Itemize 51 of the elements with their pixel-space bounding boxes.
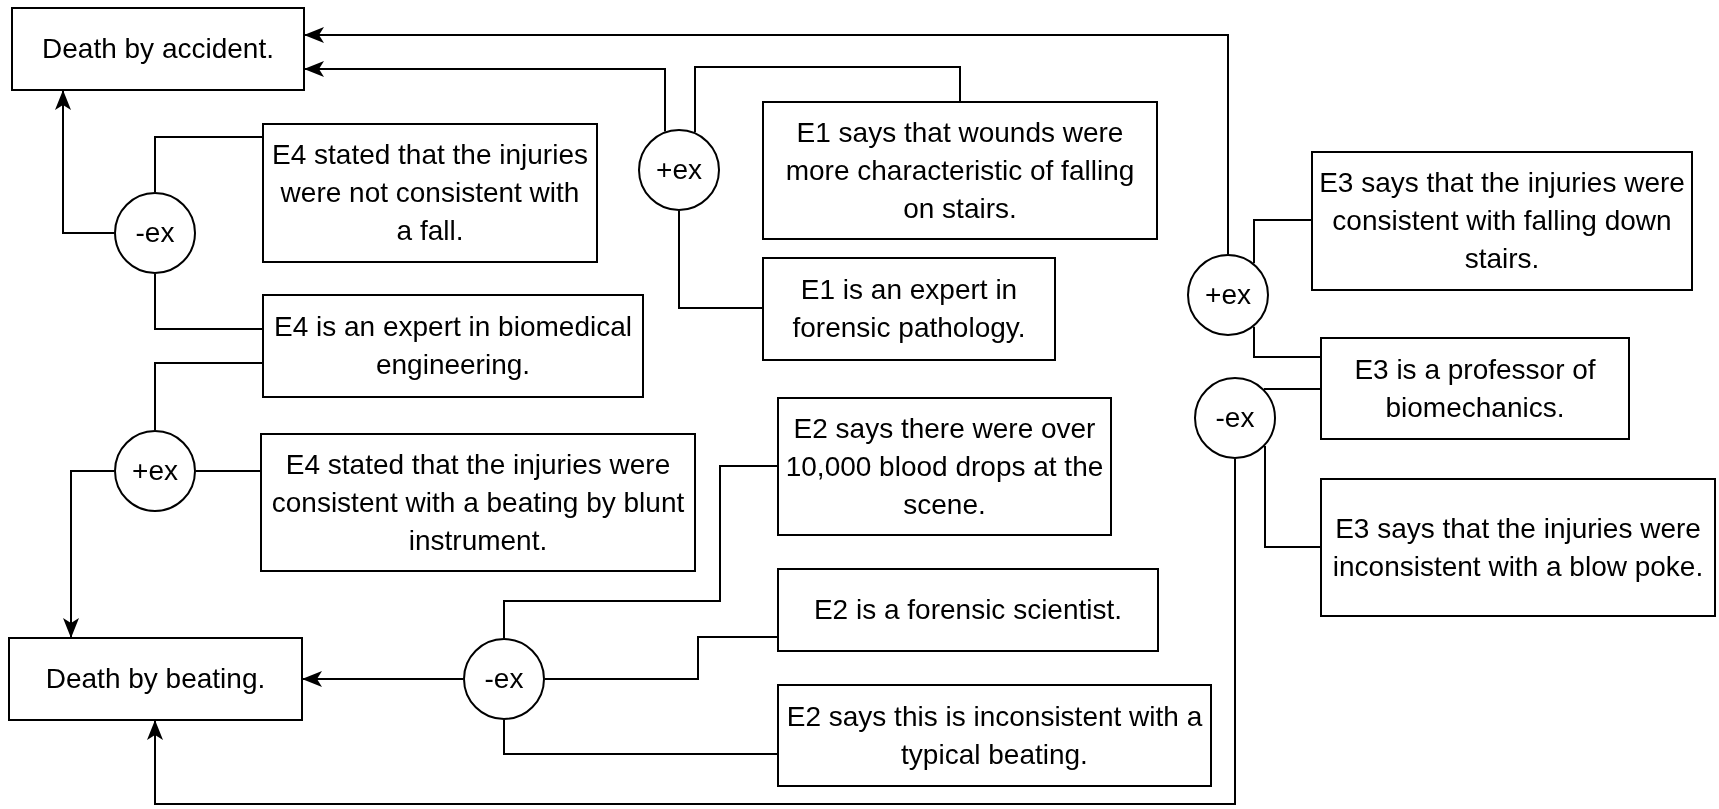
arrow: [304, 61, 666, 133]
connector-line: [694, 66, 961, 134]
inference-label: +ex: [656, 153, 702, 187]
statement-box: [11, 7, 305, 91]
statement-text: E3 is a professor of biomechanics.: [1353, 352, 1597, 425]
statement-box: [777, 568, 1159, 652]
statement-text: E1 is an expert in forensic pathology.: [791, 273, 1027, 345]
connector-line: [154, 273, 263, 330]
arrow: [302, 671, 464, 687]
connector-line: [1253, 325, 1321, 358]
statement-box: [762, 101, 1158, 240]
arrow: [55, 90, 115, 234]
arrow: [304, 27, 1229, 255]
statement-text: E4 stated that the injuries were not consistent with a fall.: [271, 138, 589, 248]
statement-box: [262, 294, 644, 398]
statement-text: Death by beating.: [45, 662, 266, 696]
statement-text: E4 stated that the injuries were consistent with a beating by blunt instrument.: [270, 447, 686, 558]
connector-line: [1253, 219, 1312, 265]
inference-label: -ex: [1215, 401, 1255, 435]
statement-box: [260, 433, 696, 572]
connector-line: [154, 362, 263, 431]
statement-text: Death by accident.: [42, 32, 274, 66]
statement-box: [1311, 151, 1693, 291]
statement-text: E3 says that the injuries were inconsistent with a blow poke.: [1331, 511, 1705, 584]
inference-label: +ex: [132, 454, 178, 488]
connector-line: [503, 465, 778, 639]
inference-label: +ex: [1205, 278, 1251, 312]
arrow: [63, 470, 115, 638]
statement-box: [1320, 337, 1630, 440]
inference-label: -ex: [135, 216, 175, 250]
inference-label: -ex: [484, 662, 524, 696]
connector-line: [503, 719, 778, 755]
statement-text: E4 is an expert in biomedical engineering.: [273, 310, 633, 382]
connector-line: [1263, 388, 1321, 390]
statement-box: [762, 257, 1056, 361]
statement-box: [262, 123, 598, 263]
statement-box: [777, 684, 1212, 787]
statement-text: E2 says there were over 10,000 blood drops at the scene.: [785, 411, 1104, 522]
connector-line: [544, 636, 778, 680]
statement-text: E1 says that wounds were more characteristic of falling on stairs.: [784, 115, 1136, 226]
connector-line: [195, 470, 261, 472]
statement-box: [777, 397, 1112, 536]
connector-line: [1264, 444, 1321, 548]
statement-box: [1320, 478, 1716, 617]
statement-text: E2 says this is inconsistent with a typical beating.: [785, 699, 1204, 772]
statement-text: E3 says that the injuries were consistent with falling down stairs.: [1319, 166, 1685, 276]
connector-line: [678, 210, 763, 309]
connector-line: [154, 136, 263, 193]
statement-box: [8, 637, 303, 721]
arrow: [147, 458, 1236, 805]
statement-text: E2 is a forensic scientist.: [813, 593, 1123, 627]
